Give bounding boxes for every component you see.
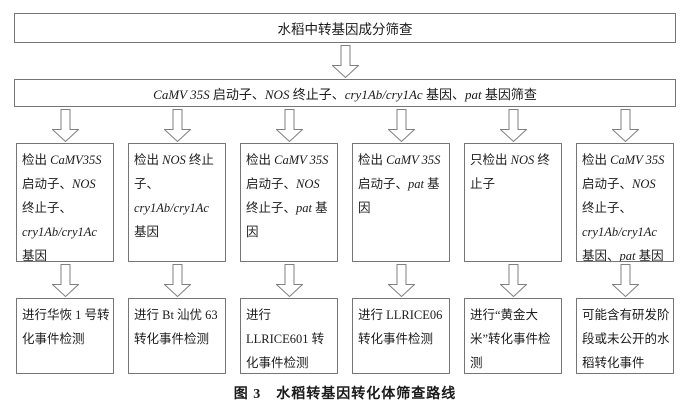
down-arrow-icon xyxy=(499,108,527,142)
detect-box-4: 检出 CaMV 35S 启动子、pat 基因 xyxy=(352,143,450,262)
screening-criteria-text: CaMV 35S 启动子、NOS 终止子、cry1Ab/cry1Ac 基因、pa… xyxy=(153,86,537,102)
detect-text: 检出 CaMV 35S 启动子、NOS 终止子、pat 基因 xyxy=(246,153,329,239)
down-arrow-icon xyxy=(499,263,527,297)
action-box-row: 进行华恢 1 号转化事件检测 进行 Bt 汕优 63 转化事件检测 进行 LLR… xyxy=(0,298,690,374)
detect-text: 检出 NOS 终止子、cry1Ab/cry1Ac 基因 xyxy=(134,153,214,239)
action-box-2: 进行 Bt 汕优 63 转化事件检测 xyxy=(128,298,226,374)
detect-text: 检出 CaMV35S 启动子、NOS 终止子、cry1Ab/cry1Ac 基因 xyxy=(22,153,102,262)
action-box-3: 进行 LLRICE601 转化事件检测 xyxy=(240,298,338,374)
action-box-1: 进行华恢 1 号转化事件检测 xyxy=(16,298,114,374)
detect-text: 只检出 NOS 终止子 xyxy=(470,153,550,191)
action-box-4: 进行 LLRICE06 转化事件检测 xyxy=(352,298,450,374)
arrow-row-top xyxy=(0,43,690,79)
detect-box-3: 检出 CaMV 35S 启动子、NOS 终止子、pat 基因 xyxy=(240,143,338,262)
action-text: 进行 LLRICE06 转化事件检测 xyxy=(358,308,443,346)
down-arrow-icon xyxy=(163,263,191,297)
detect-text: 检出 CaMV 35S 启动子、NOS 终止子、cry1Ab/cry1Ac 基因… xyxy=(582,153,665,262)
action-box-6: 可能含有研发阶段或未公开的水稻转化事件 xyxy=(576,298,674,374)
detect-box-6: 检出 CaMV 35S 启动子、NOS 终止子、cry1Ab/cry1Ac 基因… xyxy=(576,143,674,262)
down-arrow-icon xyxy=(611,108,639,142)
detect-box-5: 只检出 NOS 终止子 xyxy=(464,143,562,262)
figure-caption: 图 3 水稻转基因转化体筛查路线 xyxy=(233,387,457,402)
down-arrow-icon xyxy=(331,44,359,78)
down-arrow-icon xyxy=(387,108,415,142)
down-arrow-icon xyxy=(51,263,79,297)
detect-box-row: 检出 CaMV35S 启动子、NOS 终止子、cry1Ab/cry1Ac 基因 … xyxy=(0,143,690,262)
action-text: 进行“黄金大米”转化事件检测 xyxy=(470,308,551,370)
down-arrow-icon xyxy=(163,108,191,142)
down-arrow-icon xyxy=(275,263,303,297)
action-text: 进行 LLRICE601 转化事件检测 xyxy=(246,308,325,370)
down-arrow-icon xyxy=(611,263,639,297)
detect-box-2: 检出 NOS 终止子、cry1Ab/cry1Ac 基因 xyxy=(128,143,226,262)
detect-text: 检出 CaMV 35S 启动子、pat 基因 xyxy=(358,153,441,215)
action-text: 进行 Bt 汕优 63 转化事件检测 xyxy=(134,308,218,346)
action-text: 进行华恢 1 号转化事件检测 xyxy=(22,308,110,346)
down-arrow-icon xyxy=(51,108,79,142)
arrow-row-detect xyxy=(0,107,690,143)
detect-box-1: 检出 CaMV35S 启动子、NOS 终止子、cry1Ab/cry1Ac 基因 xyxy=(16,143,114,262)
down-arrow-icon xyxy=(275,108,303,142)
flow-title-box: 水稻中转基因成分筛查 xyxy=(14,13,676,43)
flow-title-text: 水稻中转基因成分筛查 xyxy=(277,22,413,37)
arrow-row-action xyxy=(0,262,690,298)
screening-criteria-box: CaMV 35S 启动子、NOS 终止子、cry1Ab/cry1Ac 基因、pa… xyxy=(14,79,676,107)
action-box-5: 进行“黄金大米”转化事件检测 xyxy=(464,298,562,374)
down-arrow-icon xyxy=(387,263,415,297)
action-text: 可能含有研发阶段或未公开的水稻转化事件 xyxy=(582,308,670,370)
